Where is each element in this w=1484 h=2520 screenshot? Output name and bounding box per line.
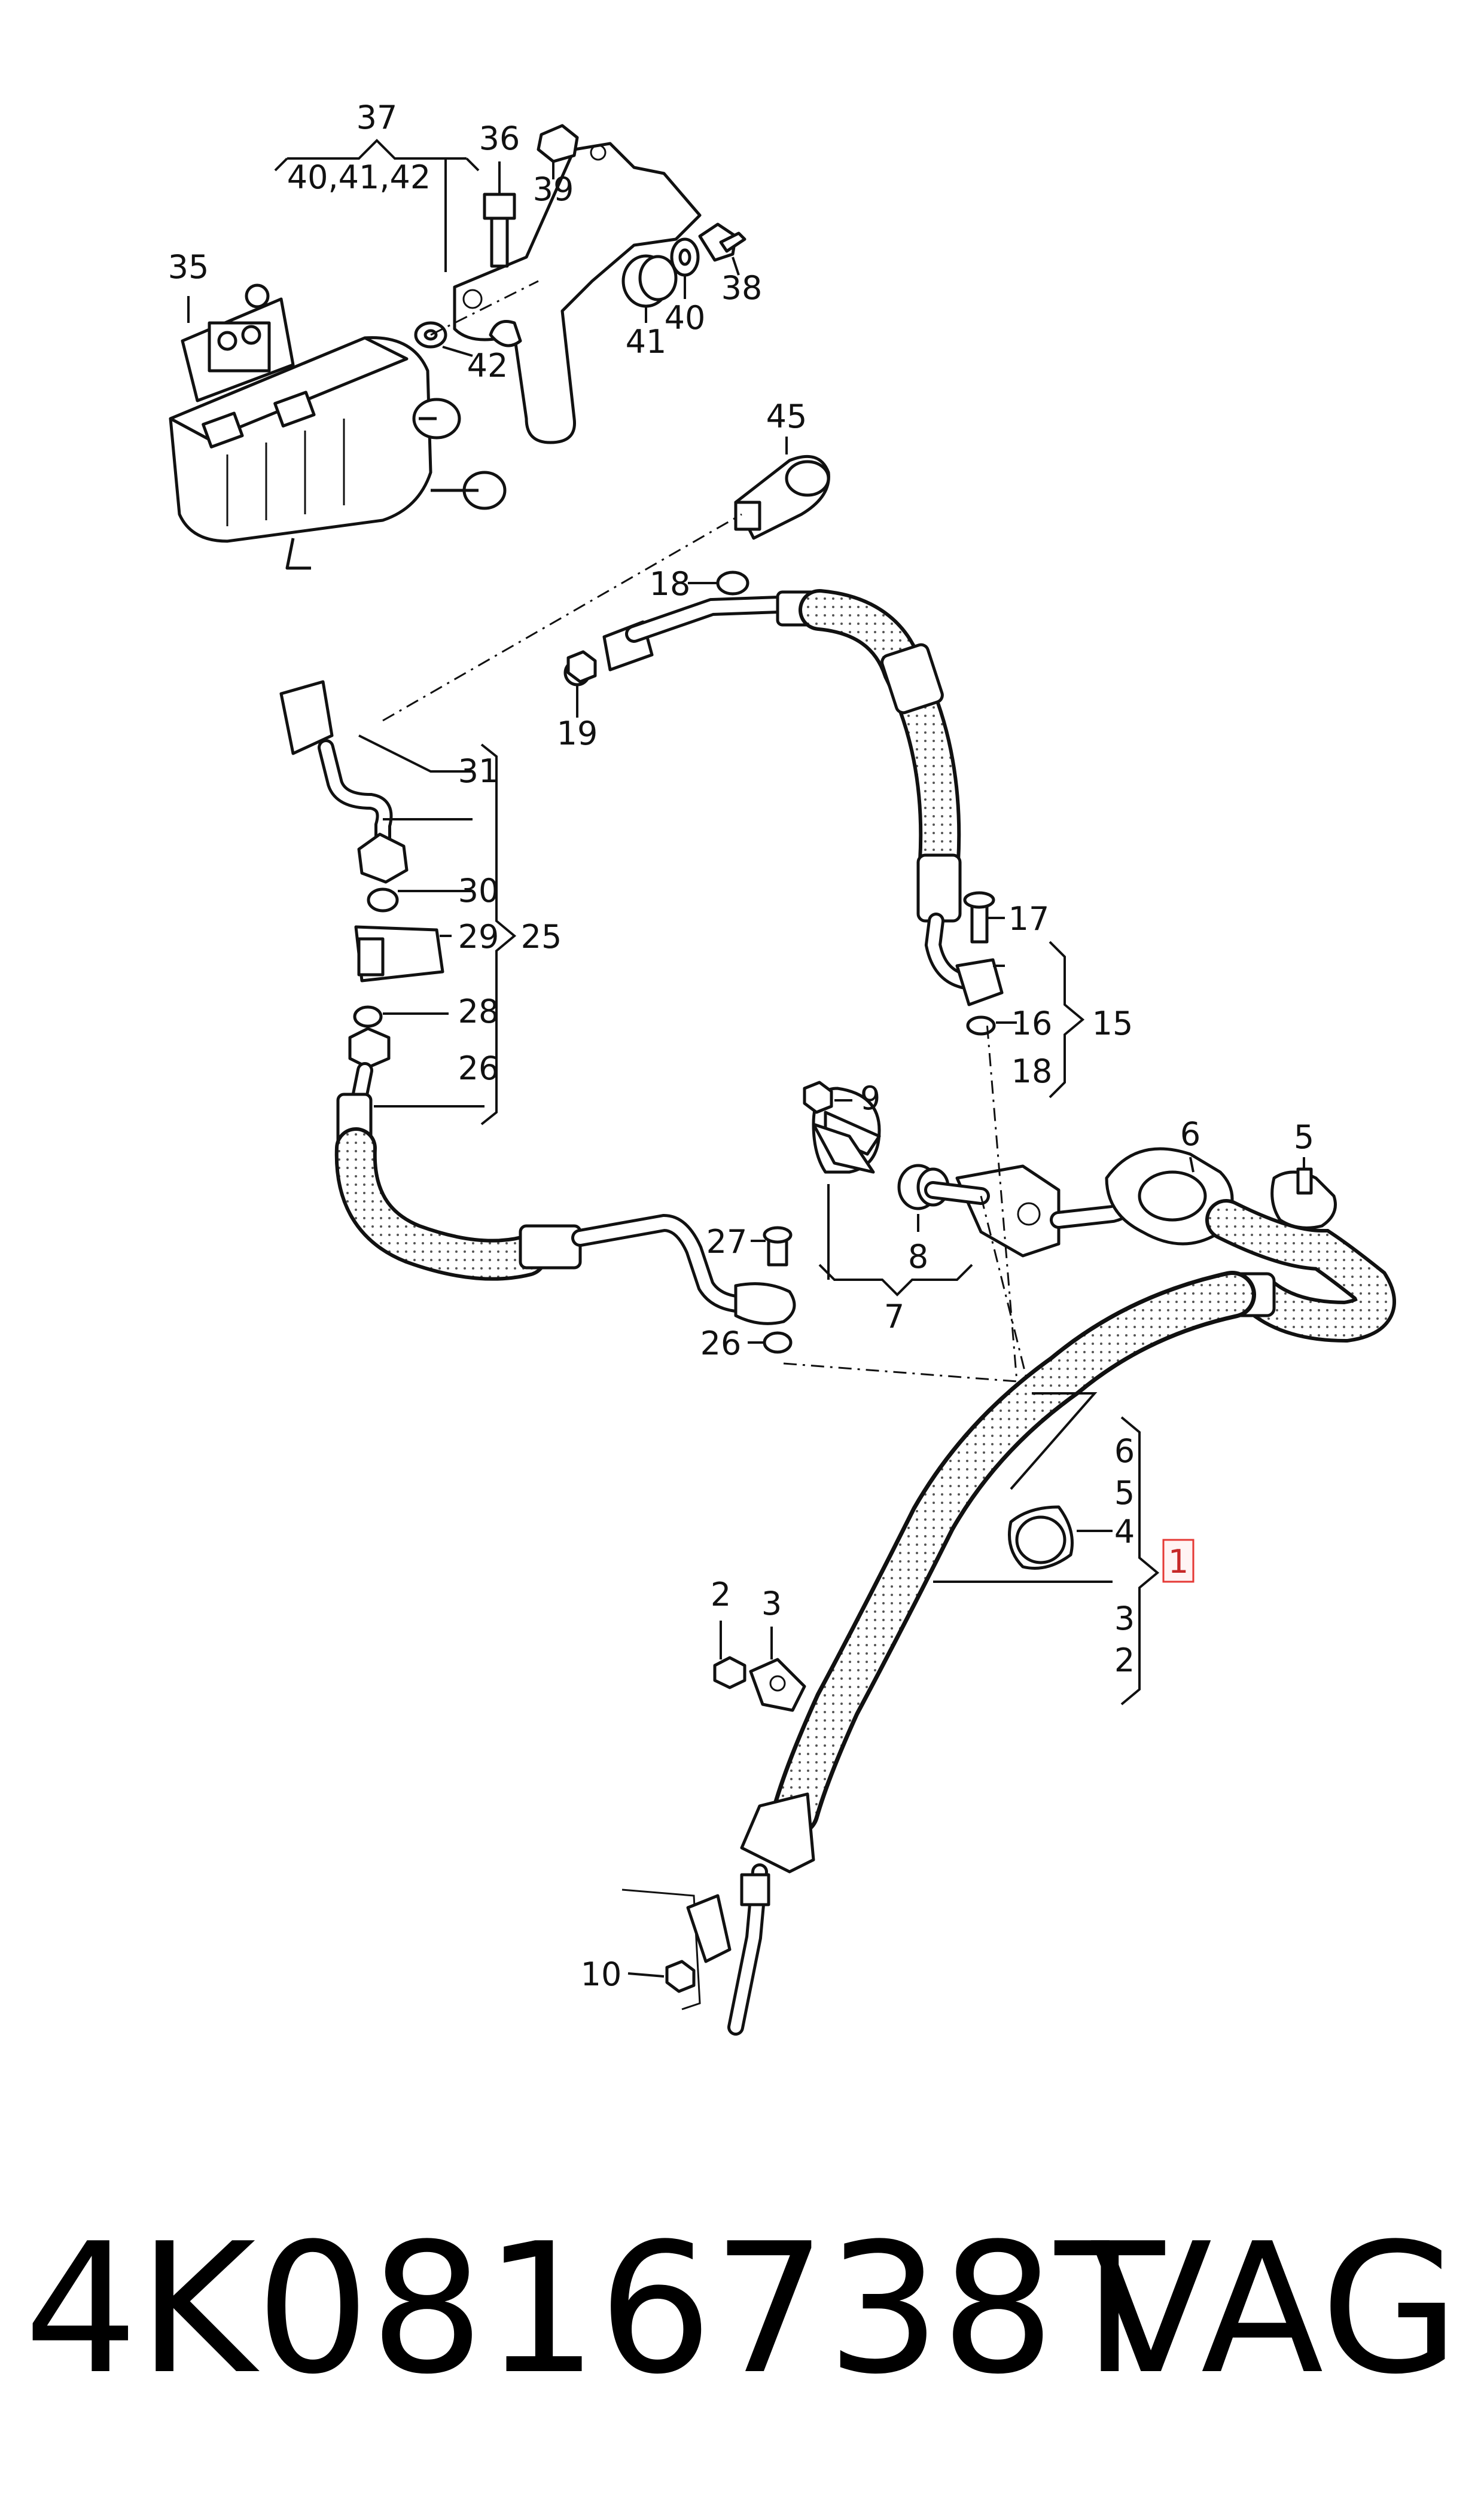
callout-5a: 5 <box>1294 1118 1314 1156</box>
callout-26b: 26 <box>700 1325 742 1362</box>
callout-4: 4 <box>1114 1513 1135 1551</box>
callout-45: 45 <box>766 398 807 435</box>
callout-40: 40 <box>665 299 706 337</box>
callout-17: 17 <box>1008 900 1050 938</box>
callout-37: 37 <box>356 99 398 136</box>
bolt-38 <box>698 222 746 262</box>
callout-6b: 6 <box>1114 1432 1135 1470</box>
callout-31: 31 <box>458 752 499 790</box>
assembly-axis-1 <box>980 1195 1027 1376</box>
callout-labels: 37 40,41,42 36 39 38 40 41 42 35 45 18 1… <box>168 99 1315 1993</box>
nut-9 <box>803 1081 833 1114</box>
upper-hose-assembly <box>563 589 1004 1036</box>
callout-38: 38 <box>721 269 763 307</box>
callout-3a: 3 <box>761 1585 782 1622</box>
callout-2a: 2 <box>711 1576 731 1613</box>
mounting-bracket <box>453 142 702 444</box>
connector-45 <box>734 454 830 540</box>
reservoir-tank <box>169 283 507 570</box>
callout-1-highlight[interactable] <box>1162 1539 1194 1583</box>
callout-37-children: 40,41,42 <box>287 158 431 196</box>
callout-41: 41 <box>626 323 667 361</box>
rear-pipe-assembly <box>279 680 796 1354</box>
callout-15: 15 <box>1092 1005 1133 1042</box>
footer-part-number: 4K0816738T <box>24 2205 1167 2414</box>
callout-16: 16 <box>1011 1005 1053 1042</box>
callout-5b: 5 <box>1114 1474 1135 1512</box>
washer-42 <box>414 321 447 349</box>
callout-25: 25 <box>521 918 562 956</box>
clip-5 <box>1270 1167 1337 1230</box>
callout-29: 29 <box>458 918 499 956</box>
nut-39 <box>537 124 579 163</box>
callout-39: 39 <box>533 170 574 208</box>
callout-36: 36 <box>479 120 520 157</box>
callout-18b: 18 <box>1011 1052 1053 1090</box>
callout-30: 30 <box>458 872 499 910</box>
callout-28: 28 <box>458 993 499 1030</box>
callout-35: 35 <box>168 248 209 286</box>
footer-brand: VAG <box>1090 2205 1459 2414</box>
leader-lines <box>187 139 1305 1978</box>
main-hose-assembly <box>621 1147 1396 2036</box>
washer-40 <box>670 237 700 277</box>
nut-10 <box>665 1960 696 1993</box>
o-ring-18 <box>716 570 749 596</box>
callout-18a: 18 <box>650 565 691 603</box>
callout-26a: 26 <box>458 1050 499 1087</box>
clip-3 <box>749 1658 806 1712</box>
callout-2b: 2 <box>1114 1642 1135 1679</box>
assembly-axis-42 <box>430 280 539 336</box>
nut-19 <box>566 650 597 684</box>
callout-9: 9 <box>860 1079 880 1117</box>
nut-2 <box>713 1656 746 1689</box>
callout-42: 42 <box>467 347 508 385</box>
callout-10: 10 <box>581 1955 622 1993</box>
callout-8: 8 <box>908 1238 928 1276</box>
callout-19: 19 <box>557 715 598 752</box>
bolt-36 <box>483 193 516 268</box>
callout-3b: 3 <box>1114 1600 1135 1637</box>
callout-6a: 6 <box>1180 1115 1200 1153</box>
bushing-41 <box>621 254 678 308</box>
callout-27: 27 <box>706 1223 748 1261</box>
assembly-axis-26-16 <box>783 1022 1018 1383</box>
callout-1[interactable]: 1 <box>1168 1543 1189 1581</box>
callout-7: 7 <box>884 1298 904 1335</box>
